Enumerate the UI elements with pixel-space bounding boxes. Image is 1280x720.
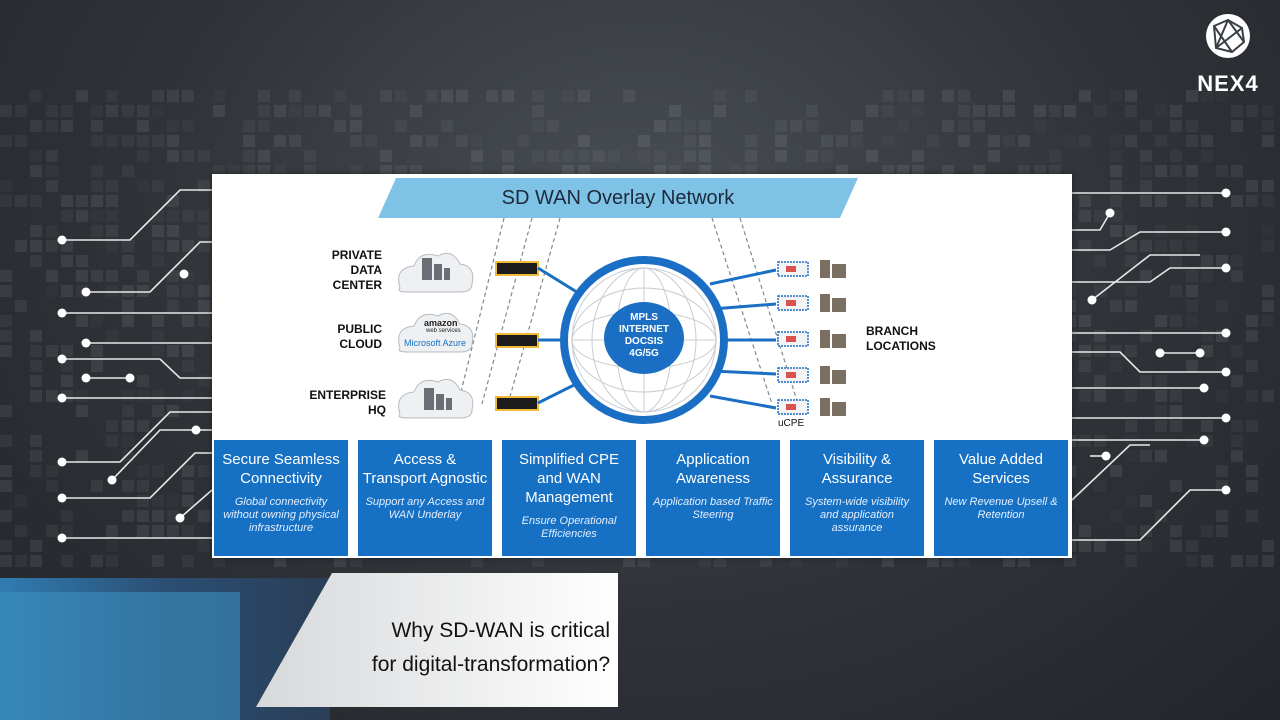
card-description: New Revenue Upsell & Retention bbox=[944, 496, 1058, 521]
card-title: Access & Transport Agnostic bbox=[362, 451, 488, 487]
feature-card: Secure Seamless Connectivity Global conn… bbox=[214, 440, 348, 556]
card-description: Application based Traffic Steering bbox=[653, 496, 773, 521]
bottom-accent-bar-light bbox=[0, 592, 240, 720]
branch-devices bbox=[777, 261, 809, 415]
feature-card: Simplified CPE and WAN Management Ensure… bbox=[502, 440, 636, 556]
card-title: Visibility & Assurance bbox=[821, 451, 893, 487]
card-title: Simplified CPE and WAN Management bbox=[518, 451, 620, 506]
card-description: Global connectivity without owning physi… bbox=[223, 496, 339, 534]
card-description: Ensure Operational Efficiencies bbox=[521, 515, 617, 540]
ucpe-label: uCPE bbox=[778, 418, 805, 429]
feature-card: Value Added Services New Revenue Upsell … bbox=[934, 440, 1068, 556]
caption-box bbox=[256, 573, 618, 707]
amazon-logo-text: amazon bbox=[424, 318, 458, 328]
branch-building-icons bbox=[820, 260, 846, 416]
overlay-network-title: SD WAN Overlay Network bbox=[501, 187, 735, 209]
card-title: Secure Seamless Connectivity bbox=[222, 451, 340, 487]
azure-logo-text: Microsoft Azure bbox=[404, 338, 467, 348]
network-diagram bbox=[378, 178, 858, 424]
globe-logo-icon bbox=[1206, 14, 1250, 58]
feature-cards: Secure Seamless Connectivity Global conn… bbox=[212, 438, 1072, 558]
cloud-shape bbox=[398, 312, 474, 353]
feature-card: Visibility & Assurance System-wide visib… bbox=[790, 440, 924, 556]
feature-card: Application Awareness Application based … bbox=[646, 440, 780, 556]
card-description: System-wide visibility and application a… bbox=[805, 496, 909, 534]
cloud-shape bbox=[398, 378, 474, 419]
amazon-sub-text: web services bbox=[426, 328, 461, 334]
feature-card: Access & Transport Agnostic Support any … bbox=[358, 440, 492, 556]
hub-core bbox=[604, 302, 684, 374]
card-title: Application Awareness bbox=[676, 451, 750, 487]
slide-caption: Why SD-WAN is critical for digital-trans… bbox=[371, 619, 610, 676]
card-title: Value Added Services bbox=[959, 451, 1043, 487]
overlay-banner-shape bbox=[378, 178, 858, 218]
brand-name: NEX4 bbox=[1197, 71, 1259, 96]
router-icons bbox=[495, 261, 539, 411]
card-description: Support any Access and WAN Underlay bbox=[365, 496, 485, 521]
brand-logo: NEX4 bbox=[1188, 12, 1268, 97]
